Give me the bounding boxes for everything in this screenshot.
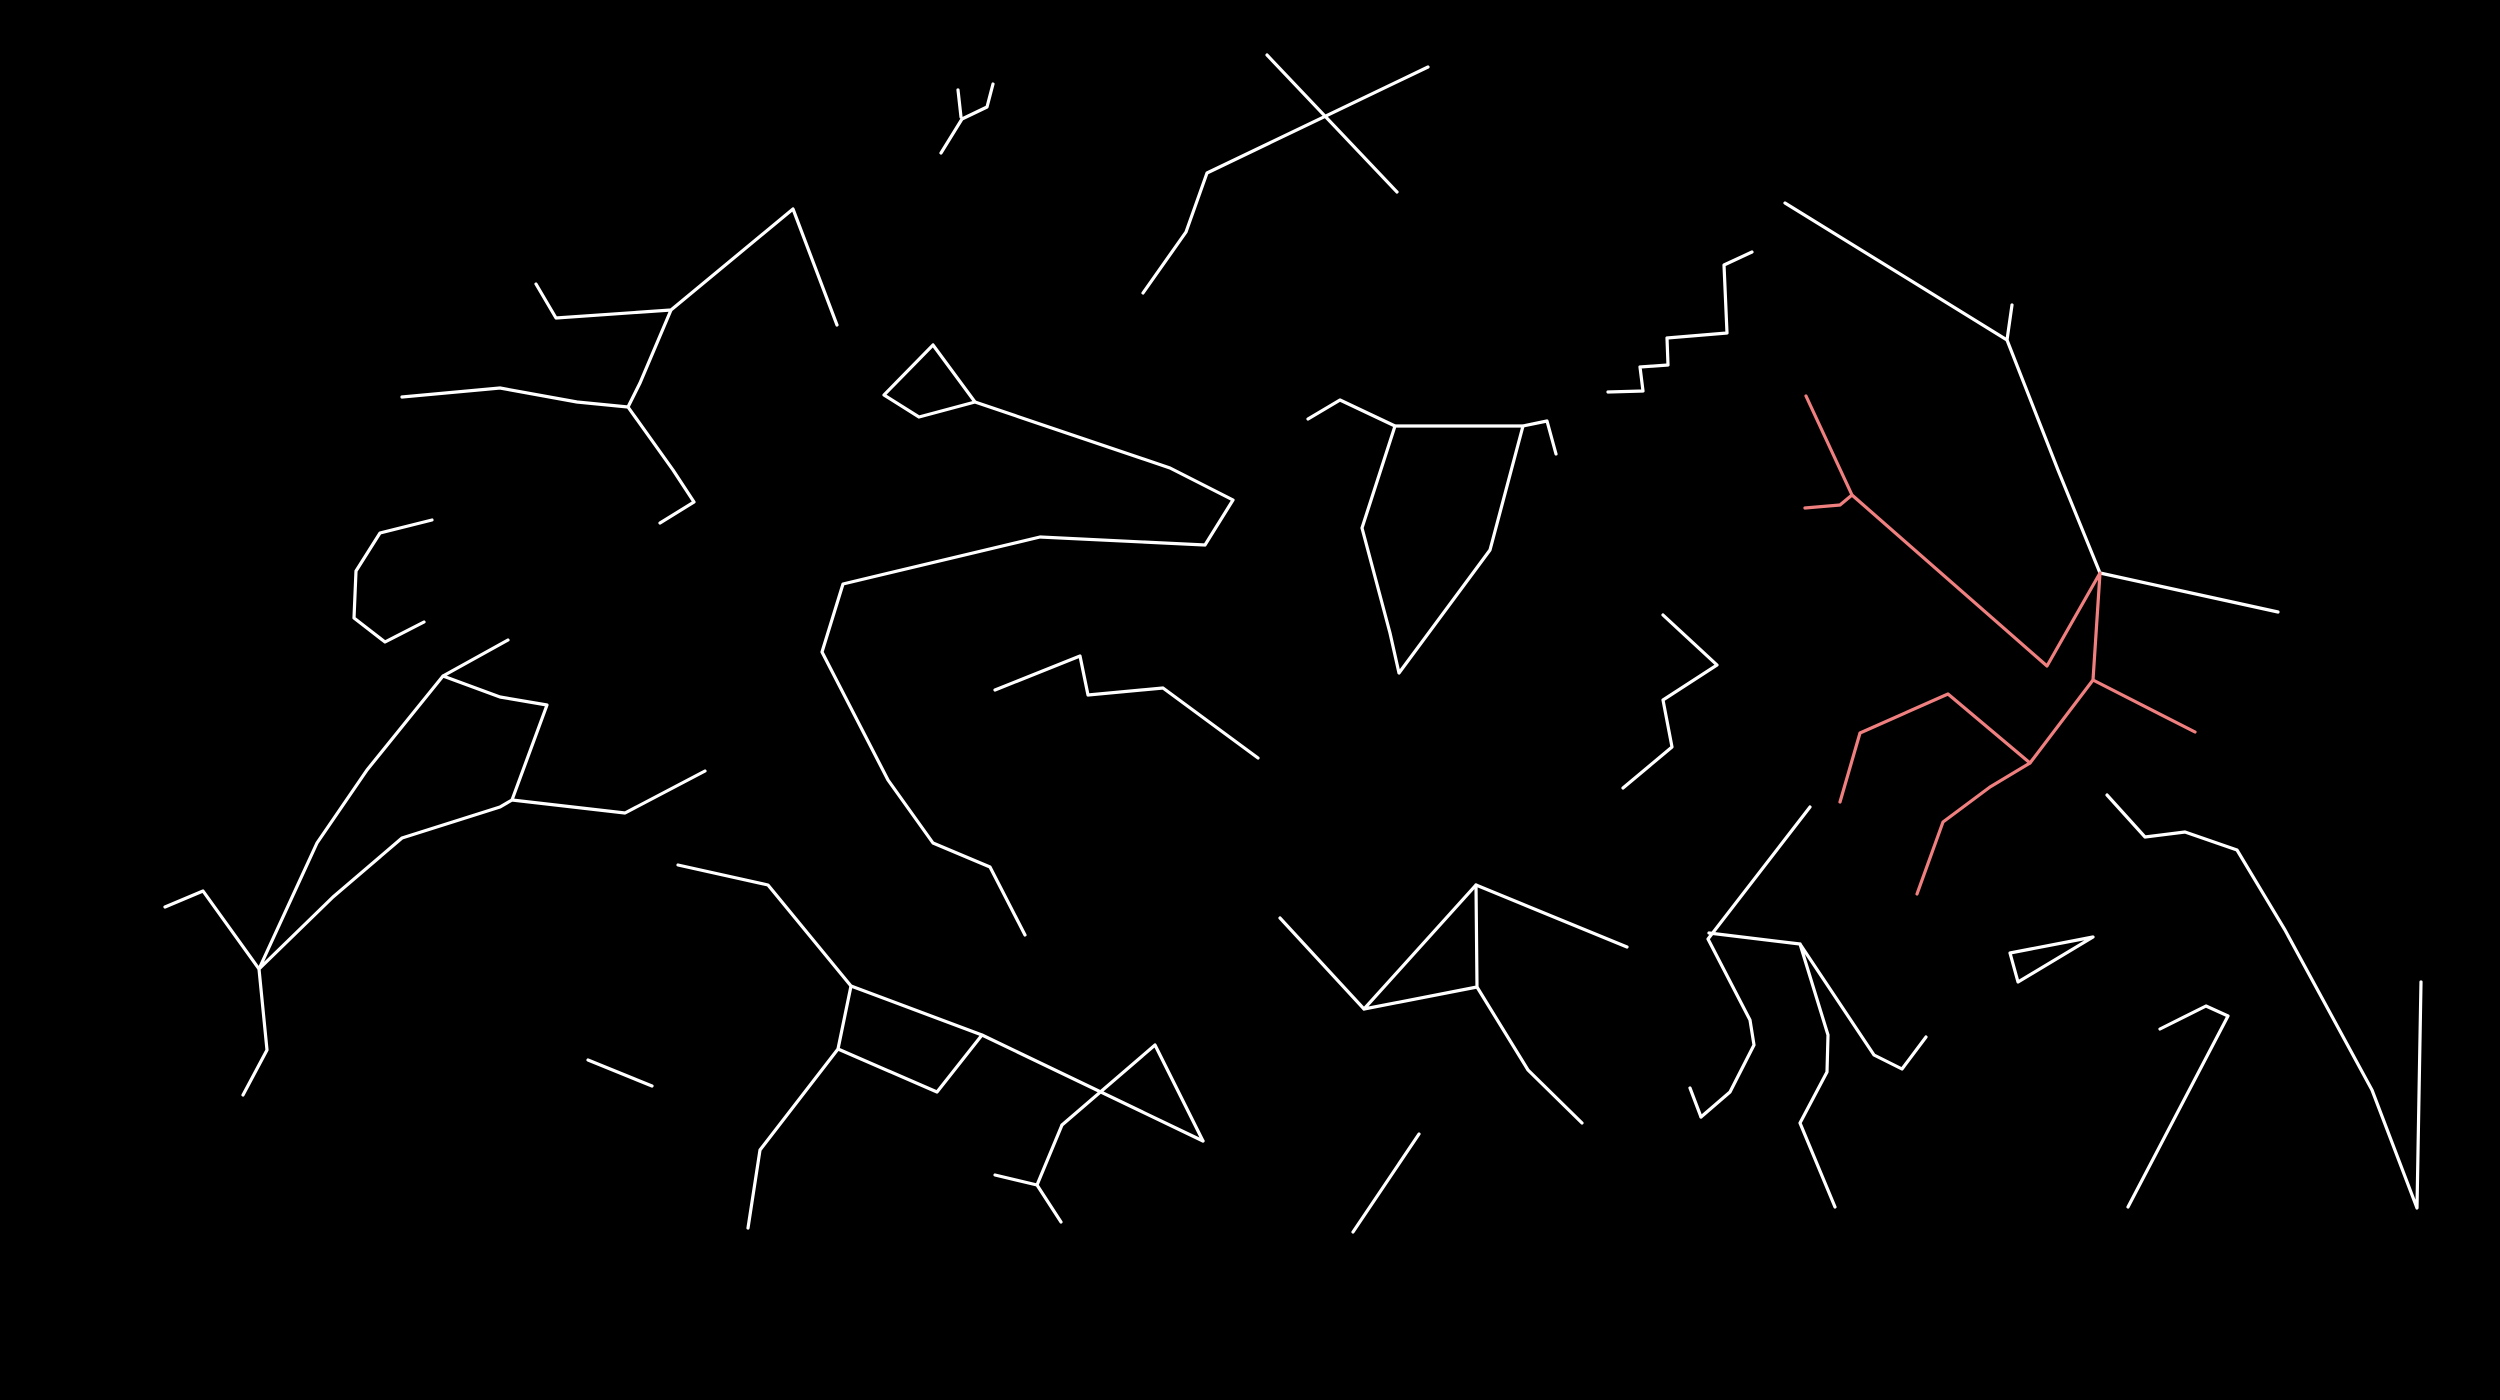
polyline-tri-tail-east (1474, 883, 1629, 949)
polyline-long-chain-right (2105, 793, 2423, 1210)
polyline-star-branch-east (510, 769, 707, 815)
polyline-fork-small-top-stub (956, 88, 963, 119)
polyline-star-stub-ne (441, 638, 510, 678)
polyline-house-approach (676, 863, 853, 988)
polyline-sliver-triangle (2008, 935, 2095, 984)
polyline-peak-main (534, 207, 839, 327)
polyline-house-quad (836, 984, 984, 1094)
polyline-s-curve (1699, 805, 1812, 1119)
polyline-staircase (1606, 250, 1754, 394)
polyline-peak-lower-branch (626, 308, 696, 525)
polyline-ridge-line (1783, 201, 2280, 614)
polyline-house-triangle (1060, 1043, 1205, 1143)
polyline-sail-right-tail (1521, 419, 1558, 456)
polyline-tri-tail-se (1475, 985, 1584, 1125)
polyline-quad-long-tail (820, 400, 1235, 937)
polyline-hook-left (352, 518, 434, 644)
polyline-house-fork-stub (993, 1173, 1039, 1187)
polyline-house-tail-east (980, 1033, 1205, 1143)
polyline-s-curve-stub (1688, 1086, 1703, 1119)
polyline-k-south (1798, 942, 1837, 1209)
polyline-star-branch-nw (163, 889, 261, 971)
polyline-x-line-a (1265, 53, 1399, 194)
polyline-sail-left-tail (1306, 398, 1397, 428)
polyline-red-branch-east (2091, 678, 2197, 734)
polyline-house-fork (1035, 1123, 1064, 1224)
polyline-star-loop (257, 674, 549, 971)
polyline-x-line-b (1141, 65, 1430, 295)
polyline-star-tail-south (241, 967, 269, 1097)
polyline-red-branch-sw (1915, 678, 2095, 896)
polyline-peak-west-tail (400, 386, 630, 409)
polyline-zigzag-arrow (993, 654, 1260, 760)
polyline-quad-small (882, 343, 977, 419)
polyline-k-horizontal (1707, 931, 1802, 946)
polyline-house-diag-sw (746, 1047, 840, 1230)
polyline-fork-small-top (939, 82, 995, 155)
polyline-ridge-stub (2005, 303, 2014, 342)
polyline-red-branch-west (1803, 493, 1854, 510)
polyline-tri-branch-nw (1278, 916, 1366, 1011)
polyline-red-branch-w2 (1838, 692, 2032, 804)
polyline-red-main (1804, 394, 2102, 682)
polyline-zigzag-mid (1621, 613, 1719, 790)
polyline-k-check (1798, 942, 1928, 1071)
polyline-segment-short (586, 1058, 654, 1088)
polyline-lambda-shape (2126, 1004, 2230, 1209)
polyline-sail-polygon (1360, 424, 1525, 675)
polyline-tri-narrow (1362, 883, 1479, 1011)
polyline-segment-diag (1351, 1132, 1421, 1234)
